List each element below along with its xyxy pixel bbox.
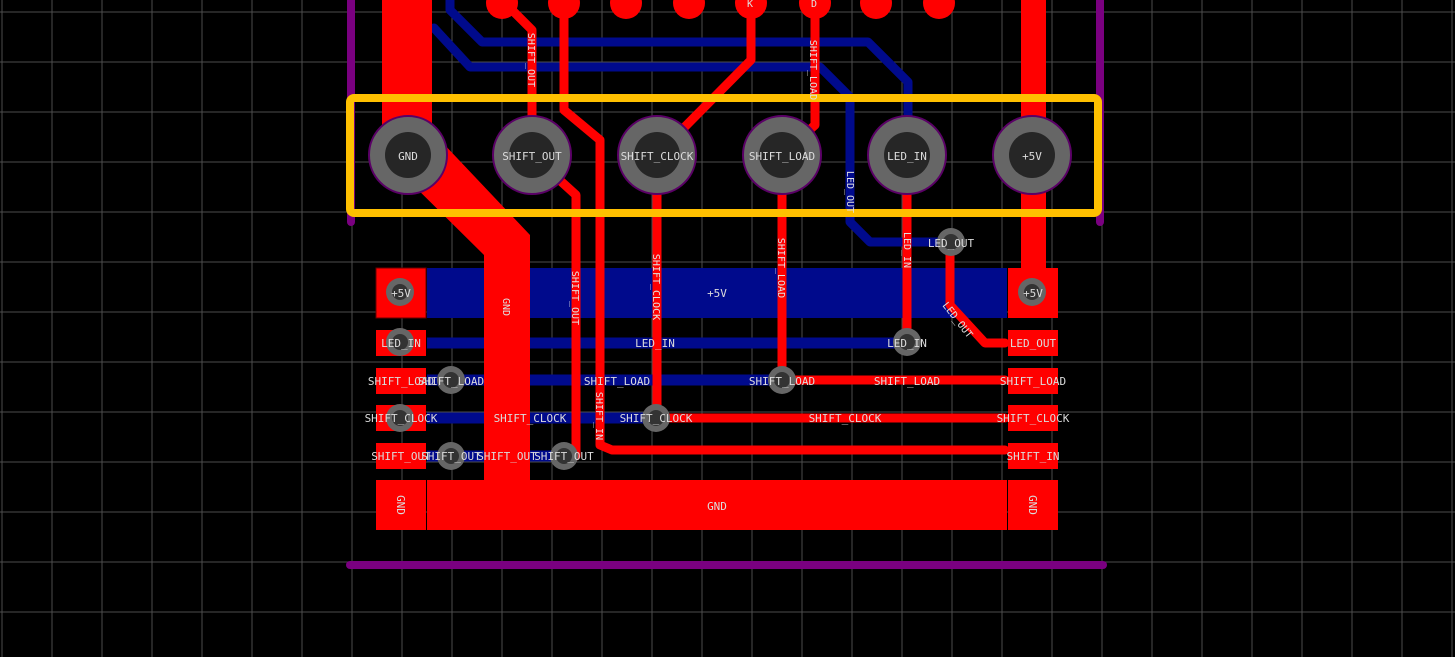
trace-label-shift-clock-bar: SHIFT_CLOCK bbox=[494, 412, 567, 425]
via-label-shift-clock-mid: SHIFT_CLOCK bbox=[620, 412, 693, 425]
pad-left-gnd[interactable] bbox=[376, 480, 426, 530]
pad-right-gnd[interactable] bbox=[1008, 480, 1058, 530]
trace-label-shift-load-bar: SHIFT_LOAD bbox=[584, 375, 650, 388]
via-shift-out-left[interactable] bbox=[437, 442, 465, 470]
top-pad-1[interactable] bbox=[486, 0, 518, 19]
right-pad-label-shift-load: SHIFT_LOAD bbox=[1000, 375, 1066, 388]
left-pad-label-led-in: LED_IN bbox=[381, 337, 421, 350]
trace-gnd-bar[interactable] bbox=[427, 480, 1007, 530]
trace-label-shift-in-vertical: SHIFT_IN bbox=[593, 392, 604, 440]
header-label-shift-load: SHIFT_LOAD bbox=[749, 150, 815, 163]
trace-label-shift-load-vertical: SHIFT_LOAD bbox=[775, 238, 786, 298]
header-pad-plus5v[interactable] bbox=[992, 115, 1072, 195]
header-label-shift-clock: SHIFT_CLOCK bbox=[621, 150, 694, 163]
trace-label-led-out-vertical: LED_OUT bbox=[844, 171, 855, 213]
vias bbox=[386, 228, 1046, 470]
trace-label-shift-load-red: SHIFT_LOAD bbox=[874, 375, 940, 388]
trace-label-shift-clock-red: SHIFT_CLOCK bbox=[809, 412, 882, 425]
header-label-led-in: LED_IN bbox=[887, 150, 927, 163]
trace-label-shift-out-bar: SHIFT_OUT bbox=[477, 450, 537, 463]
via-plus5v-right[interactable] bbox=[1018, 278, 1046, 306]
via-label-led-out: LED_OUT bbox=[928, 237, 975, 250]
right-pad-label-gnd: GND bbox=[1026, 495, 1039, 515]
trace-label-led-in-bar: LED_IN bbox=[635, 337, 675, 350]
header-pad-shift-out[interactable] bbox=[492, 115, 572, 195]
trace-label-led-in-vertical: LED_IN bbox=[901, 232, 912, 268]
pad-right-led-out[interactable] bbox=[1008, 330, 1058, 356]
trace-label-gnd-vertical: GND bbox=[500, 298, 511, 316]
pad-left-shift-out[interactable] bbox=[376, 443, 426, 469]
right-pad-label-shift-clock: SHIFT_CLOCK bbox=[997, 412, 1070, 425]
right-pad-label-plus5v: +5V bbox=[1023, 287, 1043, 300]
via-led-in-left[interactable] bbox=[386, 328, 414, 356]
header-pad-shift-load[interactable] bbox=[742, 115, 822, 195]
top-pad-2[interactable] bbox=[548, 0, 580, 19]
left-pad-label-plus5v: +5V bbox=[391, 287, 411, 300]
top-pad-3[interactable] bbox=[610, 0, 642, 19]
header-label-shift-out: SHIFT_OUT bbox=[502, 150, 562, 163]
top-pad-4[interactable] bbox=[673, 0, 705, 19]
pad-right-shift-in[interactable] bbox=[1008, 443, 1058, 469]
via-shift-out-mid[interactable] bbox=[550, 442, 578, 470]
via-plus5v-left[interactable] bbox=[386, 278, 414, 306]
top-pad-5-label: K bbox=[747, 0, 753, 10]
via-label-shift-load-mid: SHIFT_LOAD bbox=[749, 375, 815, 388]
header-pad-gnd[interactable] bbox=[368, 115, 448, 195]
right-pad-label-led-out: LED_OUT bbox=[1010, 337, 1057, 350]
top-connector-pads bbox=[486, 0, 955, 19]
trace-gnd-diagonal[interactable] bbox=[400, 140, 530, 485]
left-pad-label-shift-load: SHIFT_LOAD bbox=[368, 375, 434, 388]
trace-label-shift-out-vertical: SHIFT_OUT bbox=[569, 271, 580, 325]
silkscreen-header-outline bbox=[346, 94, 1102, 217]
via-label-led-in: LED_IN bbox=[887, 337, 927, 350]
left-pad-label-shift-clock: SHIFT_CLOCK bbox=[365, 412, 438, 425]
via-label-shift-out-mid: SHIFT_OUT bbox=[534, 450, 594, 463]
trace-label-shift-out-top: SHIFT_OUT bbox=[525, 33, 536, 87]
top-pad-6[interactable] bbox=[799, 0, 831, 19]
header-label-plus5v: +5V bbox=[1022, 150, 1042, 163]
via-led-in-right[interactable] bbox=[893, 328, 921, 356]
pad-right-shift-clock[interactable] bbox=[1008, 405, 1058, 431]
trace-label-plus5v-bar: +5V bbox=[707, 287, 727, 300]
header-pad-shift-clock[interactable] bbox=[617, 115, 697, 195]
left-pad-label-gnd: GND bbox=[394, 495, 407, 515]
top-pad-6-label: D bbox=[811, 0, 817, 10]
header-pad-led-in[interactable] bbox=[867, 115, 947, 195]
trace-label-gnd-bar: GND bbox=[707, 500, 727, 513]
pad-right-shift-load[interactable] bbox=[1008, 368, 1058, 394]
header-label-gnd: GND bbox=[398, 150, 418, 163]
trace-label-shift-clock-vertical: SHIFT_CLOCK bbox=[650, 254, 661, 320]
pad-left-shift-load[interactable] bbox=[376, 368, 426, 394]
via-label-shift-load-left: SHIFT_LOAD bbox=[418, 375, 484, 388]
labels: GND SHIFT_OUT SHIFT_CLOCK SHIFT_LOAD LED… bbox=[365, 33, 1070, 515]
trace-led-out-diagonal[interactable] bbox=[945, 237, 1010, 348]
trace-shift-in[interactable] bbox=[559, 0, 1010, 455]
via-shift-clock-mid[interactable] bbox=[642, 404, 670, 432]
via-shift-load-mid[interactable] bbox=[768, 366, 796, 394]
top-pad-8[interactable] bbox=[923, 0, 955, 19]
via-shift-clock-left[interactable] bbox=[386, 404, 414, 432]
via-led-out[interactable] bbox=[937, 228, 965, 256]
left-edge-pads bbox=[375, 267, 427, 530]
right-pad-label-shift-in: SHIFT_IN bbox=[1007, 450, 1060, 463]
trace-label-shift-load-top: SHIFT_LOAD bbox=[807, 40, 818, 100]
via-label-shift-out-left: SHIFT_OUT bbox=[421, 450, 481, 463]
left-pad-label-shift-out: SHIFT_OUT bbox=[371, 450, 431, 463]
top-pad-7[interactable] bbox=[860, 0, 892, 19]
header-pads bbox=[368, 115, 1072, 195]
top-pad-5[interactable] bbox=[735, 0, 767, 19]
via-shift-load-left[interactable] bbox=[437, 366, 465, 394]
